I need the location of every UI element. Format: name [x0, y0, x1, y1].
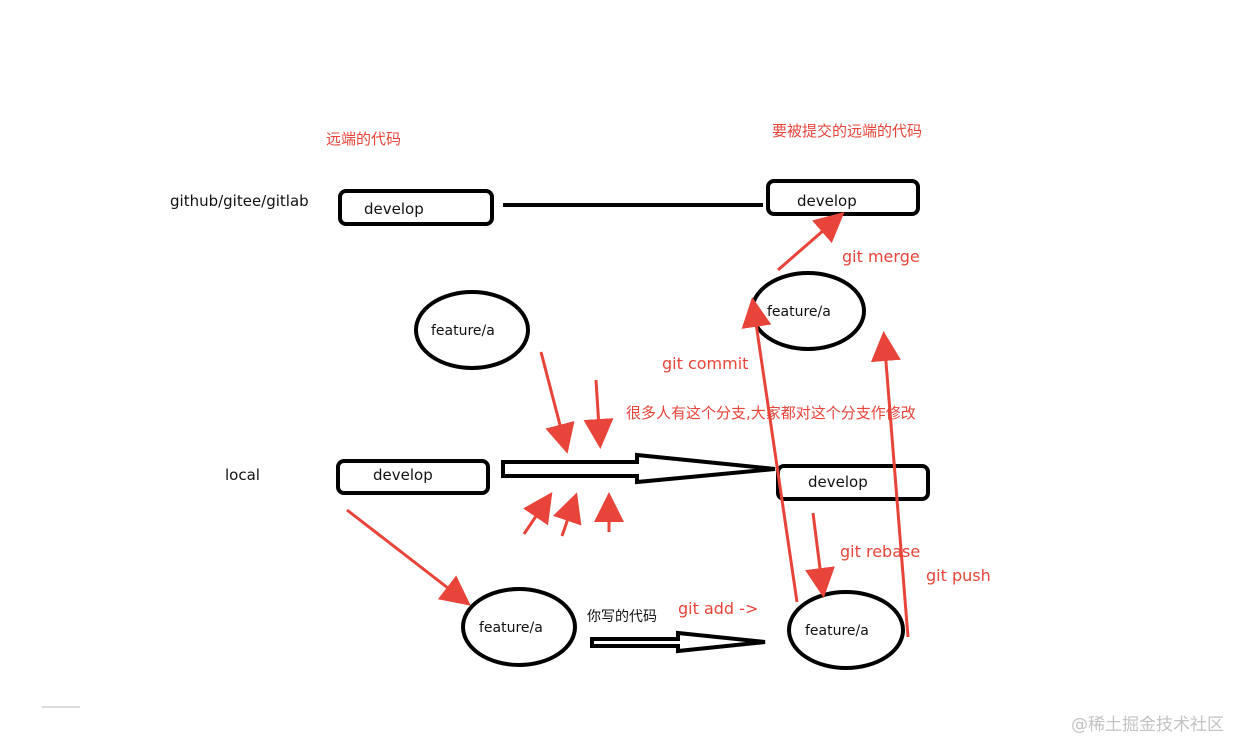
many-people-note: 很多人有这个分支,大家都对这个分支作修改 [626, 404, 916, 422]
remote-host-label: github/gitee/gitlab [170, 192, 309, 210]
arrow-git-merge [777, 212, 845, 272]
remote-code-label: 远端的代码 [326, 130, 402, 148]
remote-develop-right-label: develop [797, 192, 857, 210]
arrow-change-1 [539, 351, 575, 454]
arrow-local-to-feature [346, 508, 471, 606]
local-develop-left-label: develop [373, 466, 433, 484]
arrow-change-2 [583, 379, 614, 449]
feature-hollow-arrow [590, 630, 766, 654]
feature-bottom-left-label: feature/a [479, 620, 543, 636]
arrow-change-3 [522, 492, 553, 535]
arrow-change-4 [553, 492, 582, 537]
watermark: @稀土掘金技术社区 [1071, 715, 1224, 735]
feature-bottom-right-label: feature/a [805, 623, 869, 639]
remote-to-submit-label: 要被提交的远端的代码 [772, 122, 923, 140]
local-develop-hollow-arrow [501, 452, 776, 485]
remote-develop-left-box [338, 189, 494, 226]
git-commit-label: git commit [662, 354, 749, 373]
git-add-label: git add -> [678, 599, 759, 618]
arrow-git-rebase [805, 512, 835, 598]
your-code-note: 你写的代码 [587, 609, 657, 625]
local-develop-left-box [336, 459, 490, 495]
feature-bottom-right-ellipse [787, 590, 905, 670]
feature-top-right-label: feature/a [767, 304, 831, 320]
feature-top-left-ellipse [414, 290, 530, 370]
arrow-git-commit [741, 297, 799, 603]
arrow-git-push [870, 331, 910, 638]
git-rebase-label: git rebase [840, 542, 921, 561]
local-label: local [225, 466, 260, 484]
git-merge-label: git merge [842, 247, 920, 266]
git-push-label: git push [926, 566, 991, 585]
feature-top-left-label: feature/a [431, 323, 495, 339]
feature-bottom-left-ellipse [461, 587, 577, 667]
remote-develop-left-label: develop [364, 200, 424, 218]
local-develop-right-label: develop [808, 473, 868, 491]
